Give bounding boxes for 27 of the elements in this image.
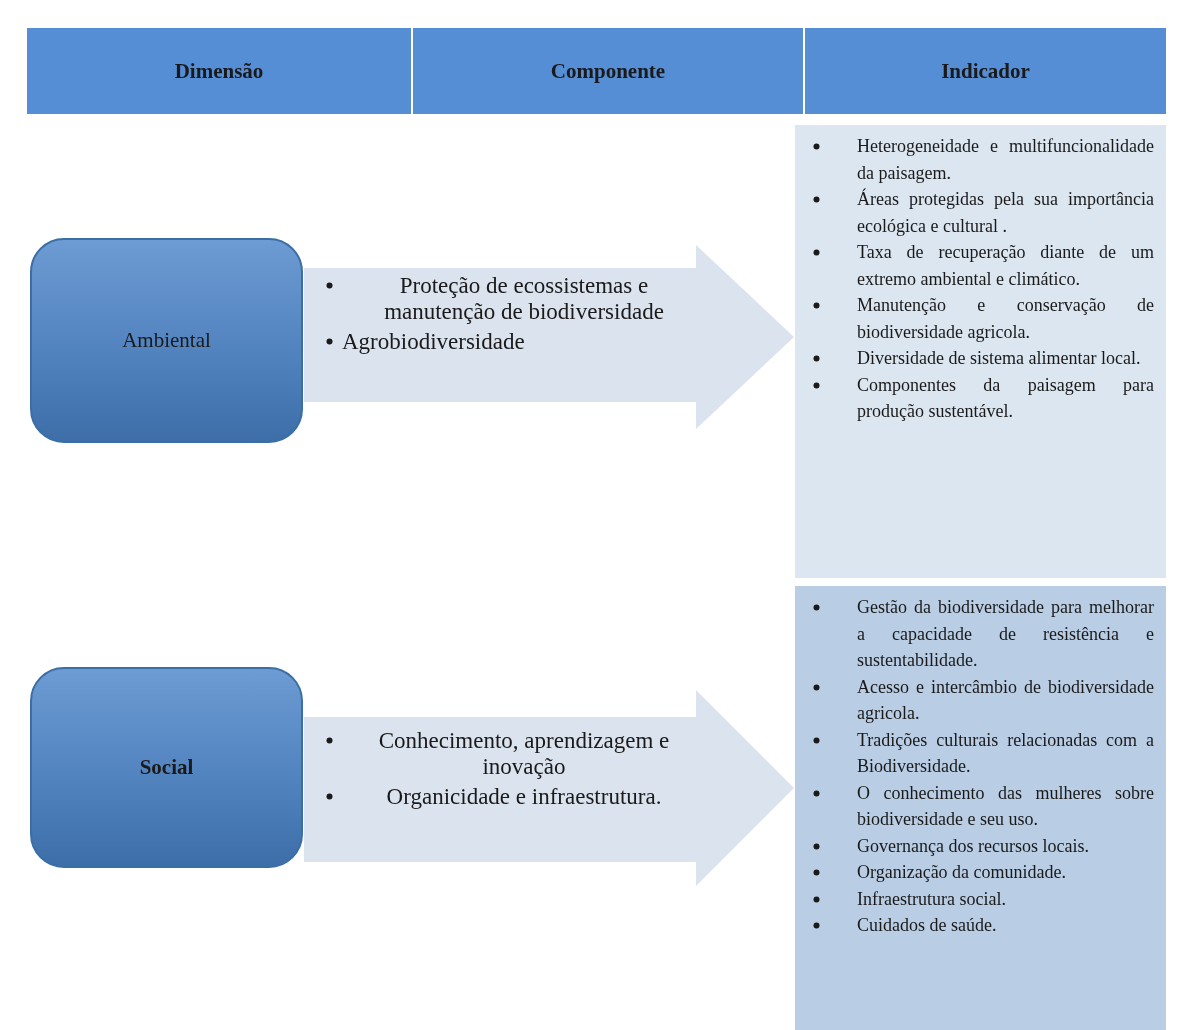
- bullet-text: Cuidados de saúde.: [857, 915, 997, 935]
- bullet-text: Organicidade e infraestrutura.: [386, 784, 662, 809]
- bullet-text: Agrobiodiversidade: [342, 329, 525, 354]
- bullet-text: Taxa de recuperação diante de um extremo ambiental e climático.: [857, 242, 1154, 289]
- bullet-text: Áreas protegidas pela sua importância ecológica e cultural .: [857, 189, 1154, 236]
- header-cell: Dimensão: [27, 28, 411, 114]
- indicator-panel: [795, 586, 1166, 1030]
- bullet-text: Heterogeneidade e multifuncionalidade da paisagem.: [857, 136, 1154, 183]
- header-cell: Indicador: [805, 28, 1166, 114]
- dimension-box: Social: [30, 667, 303, 868]
- bullet-text: Conhecimento, aprendizagem e inovação: [378, 728, 670, 779]
- bullet-text: Governança dos recursos locais.: [857, 835, 1089, 856]
- header-cell: Componente: [413, 28, 803, 114]
- indicator-panel: [795, 125, 1166, 578]
- bullet-text: O conhecimento das mulheres sobre biodiversidade e seu uso.: [857, 782, 1154, 829]
- bullet-text: Gestão da biodiversidade para melhorar a capacidade de resistência e sustentabilidade.: [857, 597, 1154, 670]
- bullet-text: Componentes da paisagem para produção sustentável.: [857, 374, 1154, 421]
- dimension-box: Ambiental: [30, 238, 303, 443]
- block-arrow: [304, 245, 794, 429]
- bullet-text: Diversidade de sistema alimentar local.: [857, 348, 1141, 368]
- bullet-text: Infraestrutura social.: [857, 888, 1006, 909]
- bullet-text: Acesso e intercâmbio de biodiversidade agricola.: [857, 676, 1154, 723]
- bullet-text: Tradições culturais relacionadas com a Biodiversidade.: [857, 729, 1154, 776]
- bullet-text: Proteção de ecossistemas e manutenção de biodiversidade: [384, 273, 664, 324]
- block-arrow: [304, 690, 794, 886]
- bullet-text: Manutenção e conservação de biodiversidade agricola.: [857, 295, 1154, 342]
- bullet-text: Organização da comunidade.: [857, 862, 1067, 882]
